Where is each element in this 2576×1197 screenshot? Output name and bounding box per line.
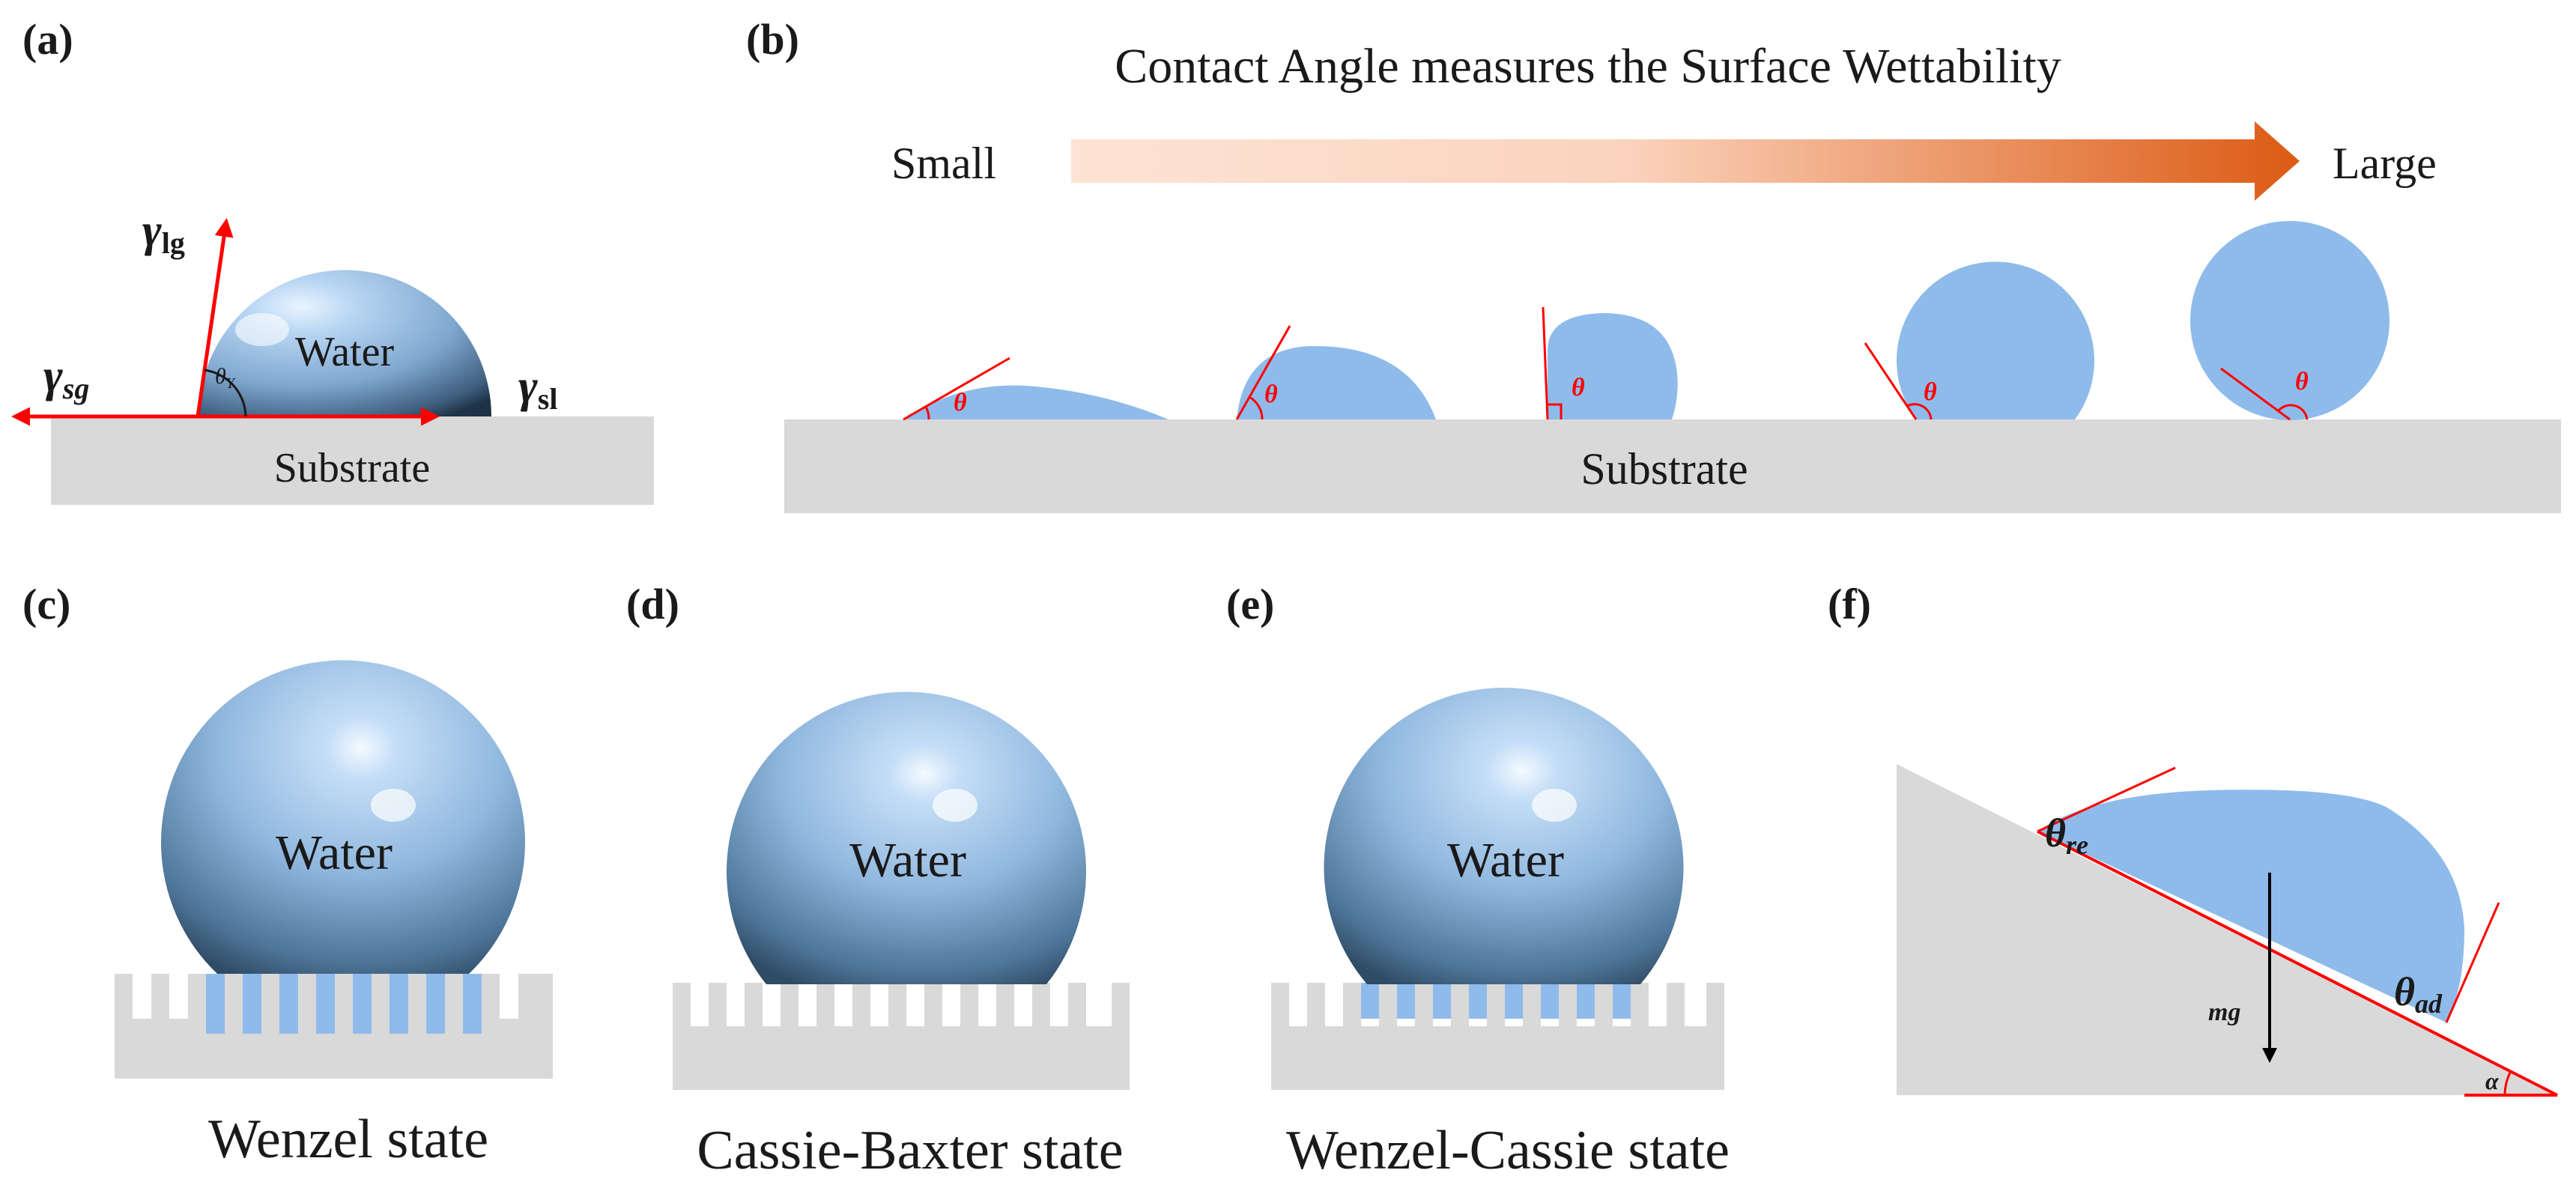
droplet-c-highlight [371,789,416,822]
substrate-b [784,419,2561,513]
droplet-e-highlight [1532,789,1577,822]
vector-gamma-lg [196,218,234,417]
mg-label: mg [2208,998,2240,1026]
droplet-a-highlight [235,313,289,346]
gamma-lg-label: γlg [142,205,185,260]
theta-ad-label: θad [2394,969,2443,1019]
tangent-re [2037,766,2176,833]
pillars-d [673,983,1130,1028]
alpha-label: α [2485,1067,2500,1094]
substrate-e-base [1271,1026,1724,1090]
gamma-sg-label: γsg [43,351,89,405]
droplet-b-1 [903,385,1169,419]
panel-d: (d) Water Cassie-Baxter state [626,580,1130,1181]
water-in-grooves-e [1361,983,1631,1019]
tangent-b-5 [2220,367,2291,421]
large-label: Large [2333,139,2437,188]
theta-b-1: θ [954,389,967,416]
panel-a-label: (a) [22,15,73,64]
pillars-e [1271,983,1724,1028]
tangent-b-3 [1542,306,1549,420]
panel-b-title: Contact Angle measures the Surface Wetta… [1115,39,2061,94]
droplet-d [727,691,1087,984]
droplet-e-text: Water [1447,833,1564,888]
panel-d-label: (d) [626,580,679,628]
gamma-sl-label: γsl [518,361,557,416]
panel-e-label: (e) [1226,580,1274,628]
small-label: Small [891,139,996,188]
right-angle-b-3 [1548,403,1563,419]
caption-e: Wenzel-Cassie state [1286,1120,1730,1181]
substrate-a [51,416,654,505]
arc-b-1 [924,406,930,420]
panel-a: (a) Substrate Water θY γlg γsg γsl [11,15,654,505]
theta-b-3: θ [1572,374,1585,401]
arc-b-4 [1906,403,1933,420]
droplet-e [1324,688,1684,984]
tangent-b-1 [903,357,1010,421]
panel-c: (c) Water Wenzel state [22,580,553,1170]
pillars-c [115,974,553,1020]
panel-c-label: (c) [22,580,70,628]
droplet-d-highlight [933,789,978,822]
droplet-a [198,270,491,416]
alpha-arc [2503,1070,2512,1096]
theta-y-arc [204,369,247,417]
theta-re-label: θre [2045,810,2088,860]
tangent-ad [2445,902,2500,1023]
substrate-d-base [673,1026,1130,1090]
theta-b-2: θ [1264,381,1278,408]
substrate-b-text: Substrate [1581,444,1748,494]
theta-y-label: θY [215,364,236,392]
arc-b-5 [2277,404,2309,420]
panel-f: (f) θre θad mg α [1828,580,2558,1097]
panel-f-label: (f) [1828,580,1871,628]
droplet-b-4 [1897,261,2094,419]
droplet-b-5 [2190,221,2389,420]
panel-b: (b) Contact Angle measures the Surface W… [746,15,2561,513]
substrate-a-text: Substrate [274,445,430,491]
arc-b-2 [1249,396,1264,420]
water-in-grooves-c [206,974,482,1034]
droplet-c-text: Water [276,825,393,880]
droplet-b-2 [1237,345,1436,419]
theta-b-4: θ [1924,378,1937,406]
theta-b-5: θ [2295,368,2309,396]
caption-d: Cassie-Baxter state [697,1120,1123,1181]
panel-e: (e) Water Wenzel-Cassie state [1226,580,1730,1181]
droplet-b-3 [1548,313,1678,419]
incline-surface-line [2037,830,2558,1097]
droplet-a-text: Water [295,329,395,375]
droplet-c [161,660,526,974]
tangent-b-2 [1235,325,1291,420]
wettability-gradient-arrow [1071,121,2300,201]
caption-c: Wenzel state [208,1109,488,1170]
droplet-d-text: Water [849,833,966,888]
panel-b-label: (b) [746,15,799,64]
droplet-f [2037,790,2464,1022]
